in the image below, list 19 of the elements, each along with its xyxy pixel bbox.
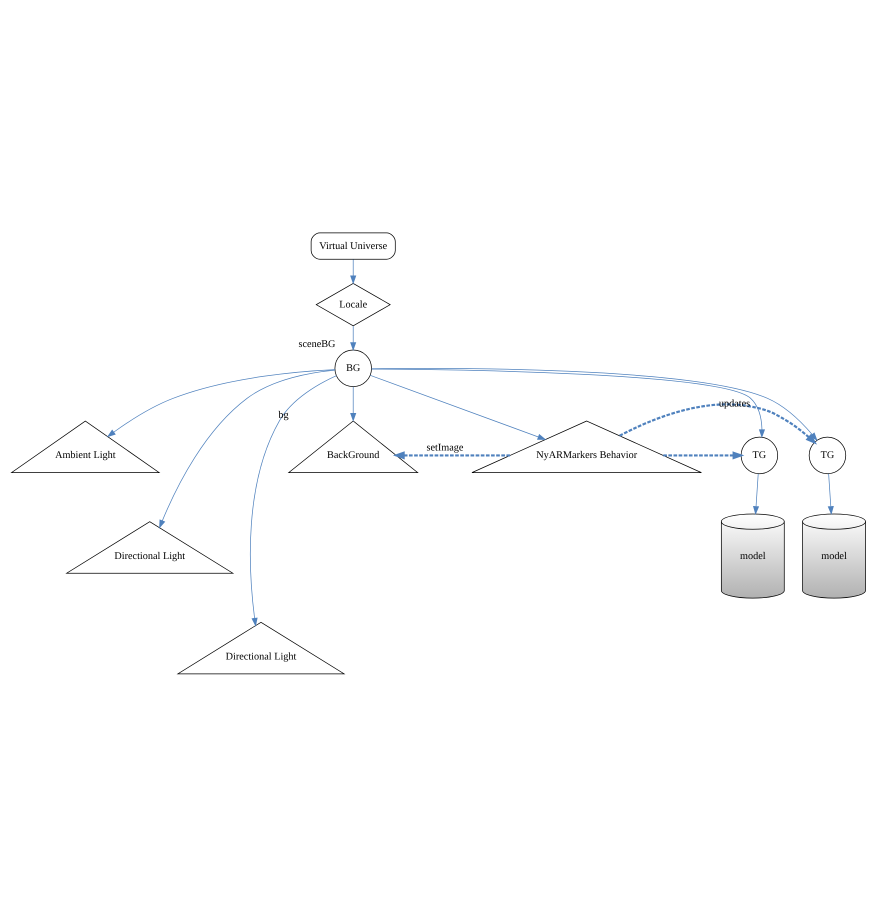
arrow bbox=[159, 370, 336, 529]
arrow bbox=[753, 474, 760, 515]
arrow bbox=[350, 326, 356, 351]
arrow bbox=[663, 451, 744, 460]
node-circle: TG bbox=[808, 436, 846, 474]
arrow bbox=[371, 368, 766, 438]
node-circle: TG bbox=[740, 436, 778, 474]
arrow bbox=[350, 386, 356, 422]
edge-label: setImage bbox=[426, 442, 464, 454]
arrow bbox=[350, 259, 356, 284]
node-box: Virtual Universe bbox=[310, 232, 396, 260]
arrow bbox=[250, 375, 337, 627]
node-diamond: Locale bbox=[316, 283, 391, 326]
arrow bbox=[370, 374, 546, 440]
arrow bbox=[392, 451, 510, 460]
node-circle: BG bbox=[334, 350, 372, 387]
arrow bbox=[106, 369, 336, 438]
node-label: sceneBG bbox=[298, 339, 336, 350]
arrow bbox=[828, 474, 834, 515]
